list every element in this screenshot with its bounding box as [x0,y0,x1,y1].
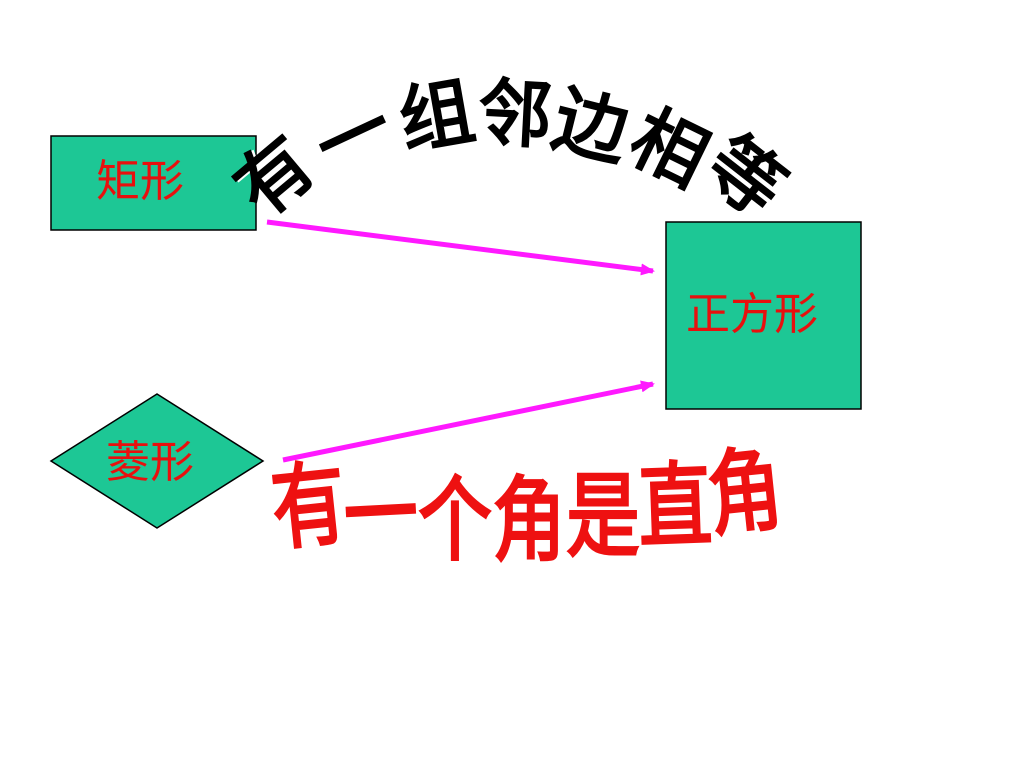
arc-bottom-char: 角 [702,435,788,551]
arrow-rhombus-to-square [282,380,655,463]
rectangle-shape [50,135,257,231]
rectangle-label: 矩形 [96,156,184,207]
arc-top-char: 组 [393,68,481,166]
arc-bottom-char: 直 [636,451,714,563]
arrow-rectangle-to-square [266,219,655,276]
square-label: 正方形 [686,289,818,340]
arc-bottom-char: 个 [418,467,492,575]
arc-bottom-char: 一 [341,459,421,571]
arc-bottom-char: 有 [266,449,352,565]
rhombus-shape [49,393,265,529]
arc-bottom-char: 是 [566,463,640,571]
square-shape [665,221,862,410]
arc-bottom-char: 角 [492,467,566,575]
arc-top-char: 邻 [475,70,555,160]
rhombus-label: 菱形 [106,437,194,488]
